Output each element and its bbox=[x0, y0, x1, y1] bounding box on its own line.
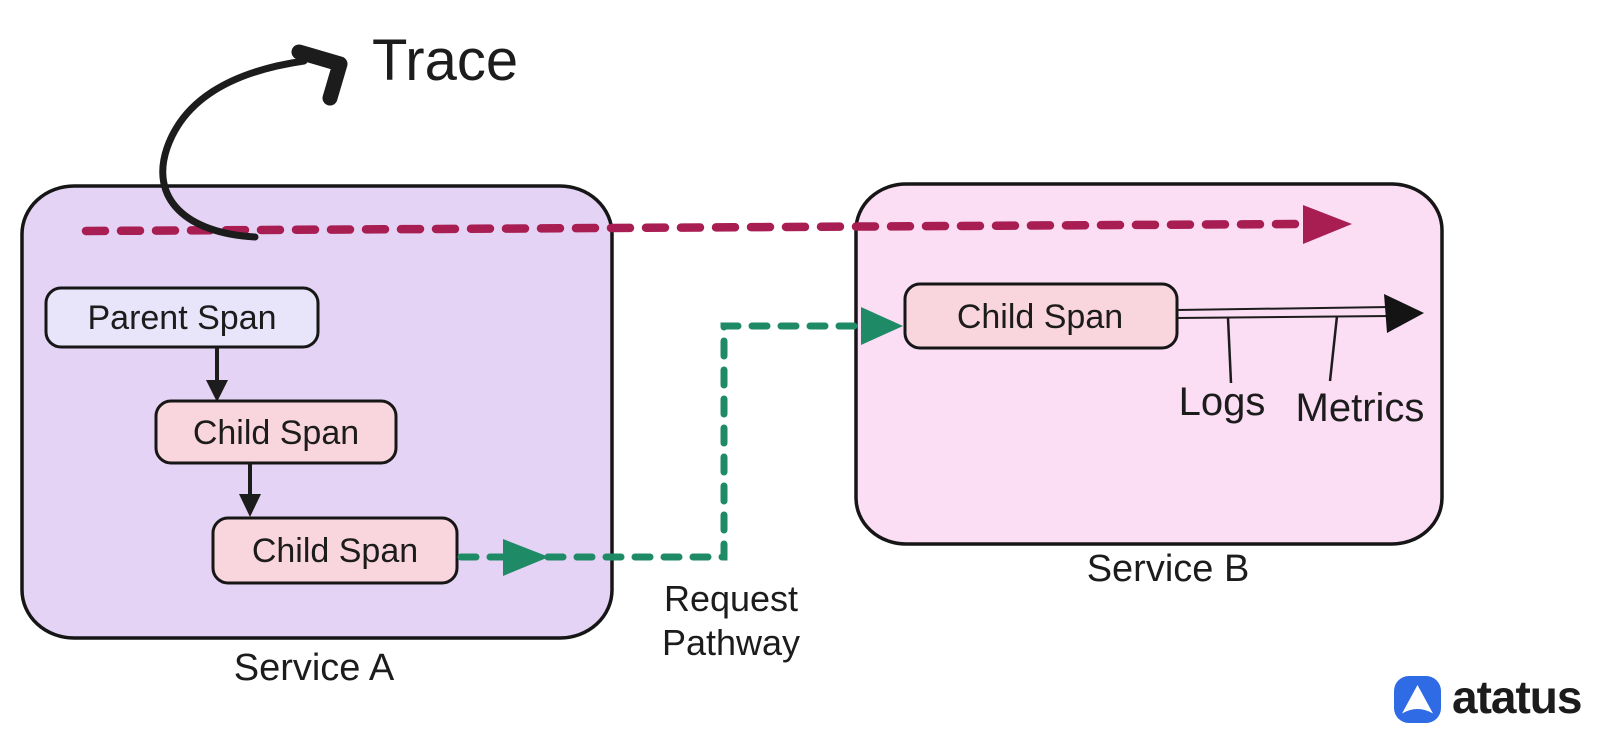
request-pathway-arrowhead-2-icon bbox=[861, 307, 903, 345]
brand-name: atatus bbox=[1452, 671, 1581, 723]
span-connector-arrowhead-1-icon bbox=[206, 380, 228, 402]
trace-dashed-line bbox=[81, 219, 1303, 236]
service-b-child-span-box bbox=[903, 282, 1179, 350]
child-span-1-label: Child Span bbox=[193, 414, 359, 452]
child-span-2-box bbox=[211, 516, 459, 585]
service-b-box bbox=[854, 182, 1444, 546]
span-timeline-upper-line bbox=[1176, 306, 1391, 311]
request-pathway-dashed-line bbox=[457, 322, 868, 561]
brand-logo: atatus bbox=[1394, 671, 1582, 723]
parent-span-box bbox=[44, 286, 320, 349]
service-a-label: Service A bbox=[234, 647, 395, 689]
logs-callout-line bbox=[1226, 317, 1233, 384]
trace-pointer-curve bbox=[159, 57, 308, 241]
trace-arrowhead-icon bbox=[1303, 205, 1352, 244]
child-span-2-label: Child Span bbox=[252, 532, 418, 570]
span-timeline-arrowhead-icon bbox=[1384, 294, 1424, 333]
metrics-label: Metrics bbox=[1296, 386, 1425, 430]
brand-logo-arrow-icon bbox=[1402, 685, 1433, 714]
trace-label: Trace bbox=[372, 28, 518, 93]
span-connector-arrowhead-2-icon bbox=[239, 494, 261, 517]
logs-label: Logs bbox=[1179, 380, 1266, 424]
request-pathway-label-line1: Request bbox=[664, 578, 798, 619]
request-pathway-arrowhead-1-icon bbox=[503, 539, 549, 576]
parent-span-label: Parent Span bbox=[87, 299, 276, 337]
service-b-label: Service B bbox=[1087, 548, 1250, 590]
child-span-1-box bbox=[154, 399, 398, 465]
metrics-callout-line bbox=[1328, 315, 1339, 382]
trace-pointer-arrowhead-icon bbox=[291, 44, 348, 106]
service-b-child-span-label: Child Span bbox=[957, 298, 1123, 336]
span-timeline-lower-line bbox=[1176, 315, 1391, 319]
request-pathway-label-line2: Pathway bbox=[662, 622, 800, 663]
